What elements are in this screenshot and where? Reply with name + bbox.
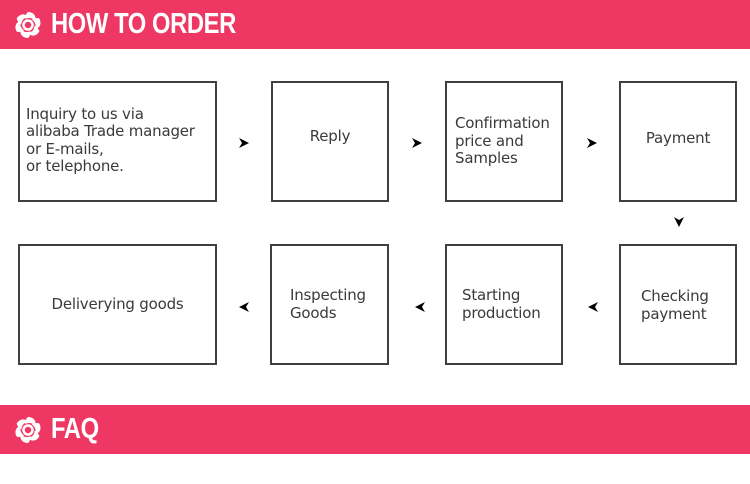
arrow-right-icon — [239, 138, 249, 148]
step-starting-production: Starting production — [445, 244, 563, 365]
step-label: Confirmation price and Samples — [455, 114, 550, 167]
step-delivering: Deliverying goods — [18, 244, 217, 365]
step-label: Payment — [645, 129, 711, 147]
step-inquiry: Inquiry to us via alibaba Trade manager … — [18, 81, 217, 202]
step-label: Inspecting Goods — [290, 286, 366, 322]
section-title: FAQ — [51, 413, 99, 445]
step-label: Checking payment — [641, 287, 709, 323]
step-label: Deliverying goods — [51, 295, 184, 313]
arrow-right-icon — [412, 138, 422, 148]
step-checking-payment: Checking payment — [619, 244, 737, 365]
step-confirmation: Confirmation price and Samples — [445, 81, 563, 202]
swirl-flower-icon — [15, 11, 41, 38]
arrow-left-icon — [239, 302, 249, 312]
faq-banner: FAQ — [0, 405, 750, 454]
arrow-down-icon — [674, 217, 684, 227]
step-reply: Reply — [271, 81, 389, 202]
step-label: Inquiry to us via alibaba Trade manager … — [26, 104, 195, 175]
step-inspecting: Inspecting Goods — [270, 244, 389, 365]
step-label: Starting production — [462, 286, 541, 322]
step-payment: Payment — [619, 81, 737, 202]
how-to-order-banner: HOW TO ORDER — [0, 0, 750, 49]
arrow-left-icon — [588, 302, 598, 312]
step-label: Reply — [309, 127, 351, 145]
arrow-left-icon — [415, 302, 425, 312]
arrow-right-icon — [587, 138, 597, 148]
section-title: HOW TO ORDER — [51, 8, 236, 40]
swirl-flower-icon — [15, 416, 41, 443]
